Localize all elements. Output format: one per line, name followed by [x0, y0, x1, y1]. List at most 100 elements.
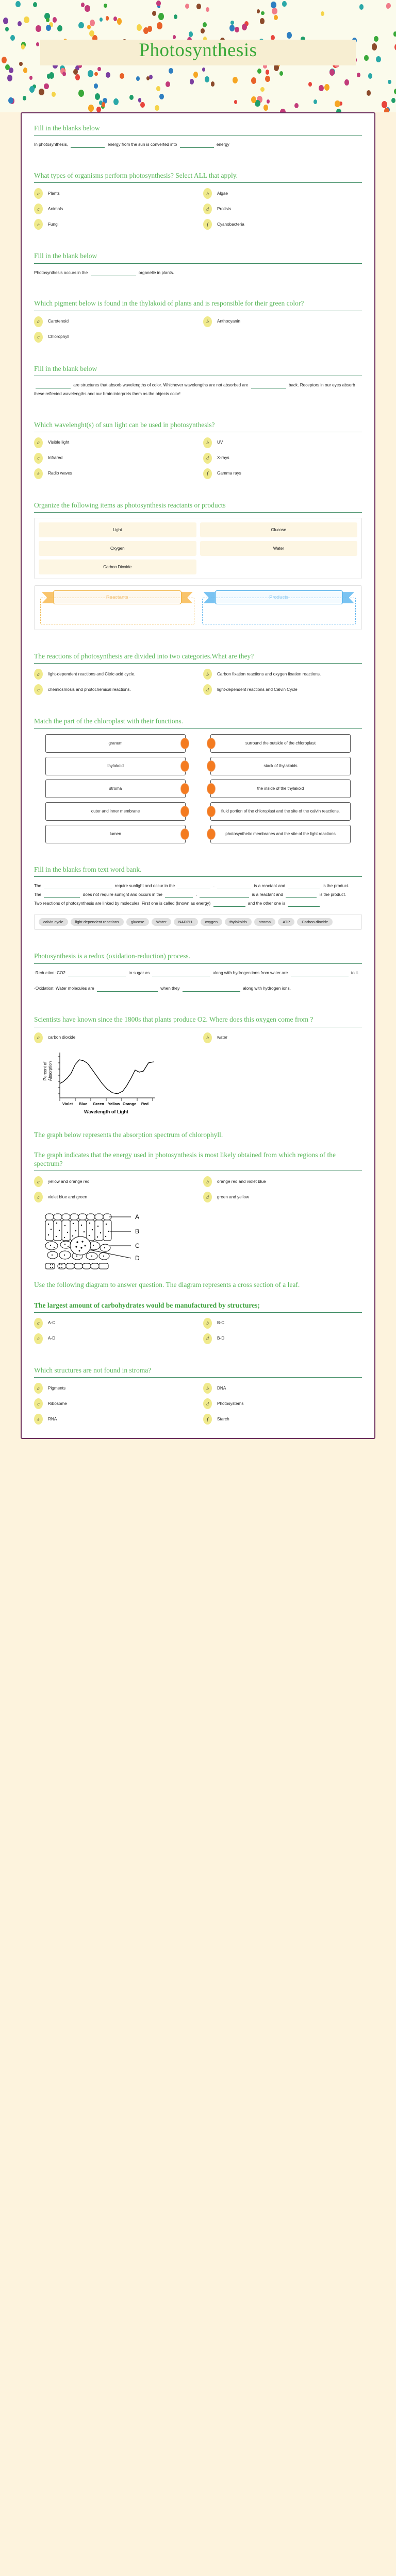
confetti-dot	[89, 30, 94, 37]
connector-knob-icon[interactable]	[207, 805, 216, 817]
connector-knob-icon[interactable]	[207, 737, 216, 749]
question-title-organize: Organize the following items as photosyn…	[34, 501, 226, 509]
answer-blank[interactable]	[165, 897, 193, 898]
word-bank-chip[interactable]: calvin cycle	[39, 918, 68, 926]
drop-zone-reactants[interactable]: Reactants	[39, 590, 196, 625]
match-left-cell[interactable]: lumen	[45, 824, 189, 843]
confetti-dot	[140, 101, 145, 108]
answer-blank[interactable]	[213, 906, 245, 907]
drop-zone-products[interactable]: Products	[201, 590, 358, 625]
answer-blank[interactable]	[182, 991, 240, 992]
option-label: Carbon fixation reactions and oxygen fix…	[217, 671, 321, 676]
answer-blank[interactable]	[200, 897, 250, 898]
connector-knob-icon[interactable]	[180, 737, 189, 749]
answer-blank[interactable]	[96, 991, 158, 992]
answer-blank[interactable]	[286, 897, 317, 898]
connector-knob-icon[interactable]	[207, 760, 216, 772]
sort-card[interactable]: Light	[39, 522, 196, 538]
question-title-organelle: Fill in the blank below	[34, 252, 97, 260]
leaf-vascular-texture	[75, 1241, 86, 1252]
confetti-dot	[45, 24, 51, 31]
connector-knob-icon[interactable]	[180, 805, 189, 817]
option-badge: d	[203, 1398, 212, 1410]
leaf-cross-section-diagram: A B C D	[40, 1210, 362, 1279]
word-bank-chip[interactable]: glucose	[126, 918, 149, 926]
match-left-cell[interactable]: stroma	[45, 779, 189, 798]
answer-blank[interactable]	[288, 906, 320, 907]
answer-blank[interactable]	[44, 897, 80, 898]
sort-card[interactable]: Water	[200, 541, 357, 556]
connector-knob-icon[interactable]	[180, 760, 189, 772]
match-left-cell[interactable]: thylakoid	[45, 756, 189, 775]
sort-card[interactable]: Carbon Dioxide	[39, 560, 196, 575]
sort-card[interactable]: Oxygen	[39, 541, 196, 556]
word-bank-chip[interactable]: NADPH.	[173, 918, 198, 926]
match-left-cell[interactable]: outer and inner membrane	[45, 802, 189, 821]
match-right-cell[interactable]: the inside of the thylakoid	[207, 779, 351, 798]
word-bank-chip[interactable]: ATP	[278, 918, 295, 926]
confetti-dot	[244, 21, 249, 26]
match-right-cell[interactable]: photosynthetic membranes and the site of…	[207, 824, 351, 843]
connector-knob-icon[interactable]	[180, 828, 189, 840]
word-bank-chip[interactable]: Carbon dioxide	[297, 918, 333, 926]
drop-area[interactable]	[40, 598, 194, 625]
confetti-dot	[113, 98, 119, 106]
confetti-dot	[96, 107, 101, 112]
connector-knob-icon[interactable]	[207, 828, 216, 840]
word-bank-chip[interactable]: oxygen	[200, 918, 223, 926]
option-badge: a	[34, 316, 43, 327]
sort-card[interactable]: Glucose	[200, 522, 357, 538]
drop-area[interactable]	[202, 598, 356, 625]
connector-knob-icon[interactable]	[180, 783, 189, 794]
match-right-cell[interactable]: surround the outside of the chloroplast	[207, 734, 351, 753]
answer-blank[interactable]	[71, 147, 105, 148]
confetti-dot	[393, 31, 396, 37]
word-bank-chip[interactable]: Water	[151, 918, 171, 926]
word-bank-chip[interactable]: thylakoids	[225, 918, 252, 926]
word-bank-chip[interactable]: stroma	[254, 918, 276, 926]
connector-knob-icon[interactable]	[207, 783, 216, 794]
text-fragment: Photosynthesis occurs in the	[34, 270, 88, 275]
match-right-cell[interactable]: stack of thylakoids	[207, 756, 351, 775]
answer-blank[interactable]	[179, 147, 214, 148]
word-bank-chip[interactable]: light dependent reactions	[70, 918, 124, 926]
match-right-cell[interactable]: fluid portion of the chloroplast and the…	[207, 802, 351, 821]
match-left-cell[interactable]: granum	[45, 734, 189, 753]
option-badge: a	[34, 1317, 43, 1329]
